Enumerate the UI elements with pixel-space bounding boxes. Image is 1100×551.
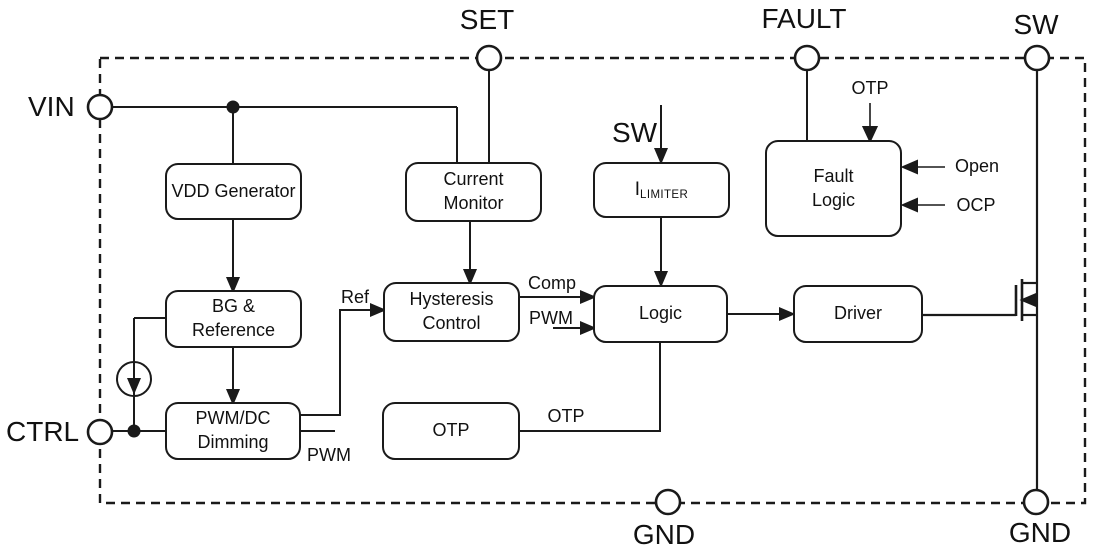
pin-circle-gnd-center [654, 488, 682, 516]
block-label: Logic [638, 303, 683, 324]
block-fault-logic: Fault Logic [765, 140, 902, 237]
arrowhead-open [900, 159, 918, 175]
chip-boundary [98, 56, 1087, 505]
signal-label-pwm-to-logic: PWM [528, 308, 574, 328]
block-driver: Driver [793, 285, 923, 343]
block-logic: Logic [593, 285, 728, 343]
block-hysteresis-control: Hysteresis Control [383, 282, 520, 342]
arrowhead-bg-to-dimming [225, 389, 241, 406]
mosfet-body-arrow-icon [1019, 292, 1036, 308]
block-i-limiter: ILIMITER [593, 162, 730, 218]
block-bg-reference: BG & Reference [165, 290, 302, 348]
block-current-monitor: Current Monitor [405, 162, 542, 222]
pin-circle-sw [1023, 44, 1051, 72]
block-label: Hysteresis [409, 289, 494, 310]
junction-dot-ctrl [127, 424, 141, 438]
block-label: Driver [834, 303, 882, 324]
pin-label-fault: FAULT [761, 3, 847, 34]
block-label: Dimming [197, 432, 269, 452]
signal-label-ocp: OCP [955, 195, 997, 215]
arrowhead-monitor-to-hysteresis [462, 269, 478, 286]
current-source-arrow-icon [126, 378, 142, 395]
arrowhead-otp-to-fault [861, 126, 879, 144]
pin-circle-gnd-right [1022, 488, 1050, 516]
block-label: ILIMITER [635, 177, 688, 203]
block-pwm-dc-dimming: PWM/DC Dimming [165, 402, 301, 460]
arrowhead-vdd-to-bg [225, 277, 241, 294]
pin-circle-set [475, 44, 503, 72]
signal-label-pwm-out: PWM [306, 445, 352, 465]
block-label: PWM/DC [195, 408, 271, 429]
block-label: Monitor [443, 193, 504, 213]
block-label: VDD Generator [171, 180, 296, 201]
arrowhead-comp [580, 289, 597, 305]
block-label: Current [443, 169, 504, 190]
pin-label-set: SET [459, 4, 515, 35]
pin-circle-ctrl [86, 418, 114, 446]
block-label: BG & [211, 296, 255, 317]
arrowhead-ref [370, 302, 387, 318]
wire-ref [300, 309, 371, 416]
pin-label-sw: SW [1013, 9, 1059, 40]
signal-label-otp-wire: OTP [546, 406, 586, 426]
signal-label-comp: Comp [526, 273, 578, 293]
block-label: Reference [191, 320, 276, 340]
arrowhead-sw-to-limiter [653, 148, 669, 165]
arrowhead-logic-to-driver [779, 306, 796, 322]
junction-dot-vin [226, 100, 240, 114]
block-label: Logic [811, 189, 856, 210]
pin-label-gnd-right: GND [1008, 517, 1072, 548]
signal-label-open: Open [953, 156, 1001, 176]
wire-otp [520, 343, 661, 432]
arrowhead-ocp [900, 197, 918, 213]
signal-label-ref: Ref [339, 287, 371, 307]
pin-circle-vin [86, 93, 114, 121]
signal-label-sw-internal: SW [612, 117, 658, 148]
block-label: OTP [432, 420, 470, 441]
pin-label-vin: VIN [28, 91, 75, 122]
block-vdd-generator: VDD Generator [165, 163, 302, 220]
i-limiter-subscript: LIMITER [640, 188, 689, 201]
arrowhead-pwm-to-logic [580, 320, 597, 336]
pin-circle-fault [793, 44, 821, 72]
block-label: Control [422, 313, 481, 333]
block-label: Fault [813, 165, 854, 186]
pin-label-ctrl: CTRL [6, 416, 80, 447]
block-otp: OTP [382, 402, 520, 460]
i-limiter-symbol: I [634, 178, 641, 200]
mosfet-symbol [1014, 279, 1037, 321]
pin-label-gnd-center: GND [632, 519, 696, 550]
arrowhead-limiter-to-logic [653, 271, 669, 288]
signal-label-otp-to-fault: OTP [850, 78, 890, 98]
